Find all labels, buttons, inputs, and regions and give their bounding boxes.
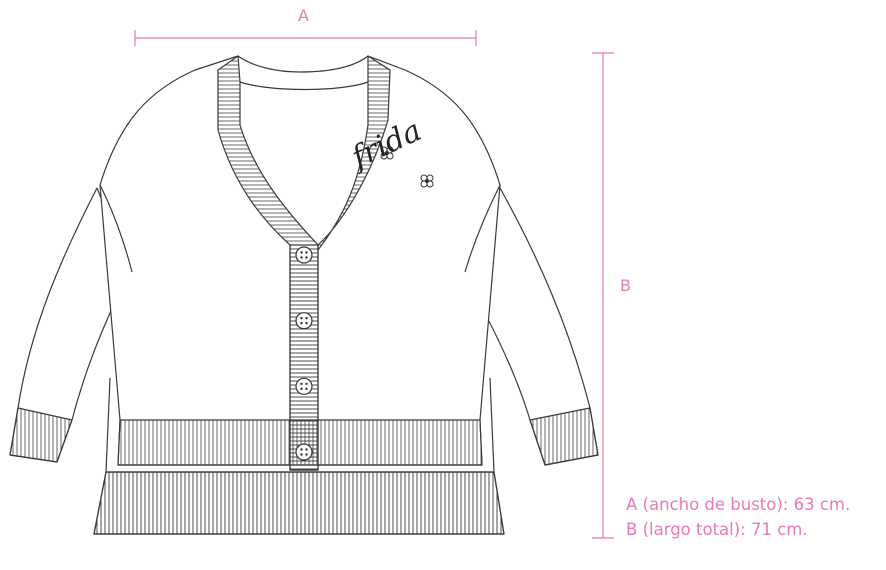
button-3: [295, 377, 313, 395]
legend-line-b: B (largo total): 71 cm.: [626, 520, 808, 539]
back-hem-fill: [93, 471, 505, 535]
button-1: [295, 246, 313, 264]
neckline: [239, 81, 369, 91]
dimension-b-label: B: [620, 276, 631, 295]
flower-icon-2: [420, 174, 434, 188]
dimension-a: [134, 30, 477, 46]
right-armhole-seam: [464, 184, 501, 273]
left-armhole-seam: [99, 184, 133, 273]
legend-line-a: A (ancho de busto): 63 cm.: [626, 495, 851, 514]
button-2: [295, 312, 313, 330]
cardigan: [9, 55, 599, 535]
button-4: [295, 443, 313, 461]
dimension-b: [592, 52, 614, 539]
measurements-legend: A (ancho de busto): 63 cm. B (largo tota…: [626, 492, 850, 542]
flower-icon-1: [380, 146, 394, 160]
left-cuff: [9, 407, 73, 463]
right-cuff: [529, 407, 599, 466]
front-placket: [289, 244, 319, 471]
buttons: [295, 246, 313, 461]
dimension-a-label: A: [298, 6, 309, 25]
